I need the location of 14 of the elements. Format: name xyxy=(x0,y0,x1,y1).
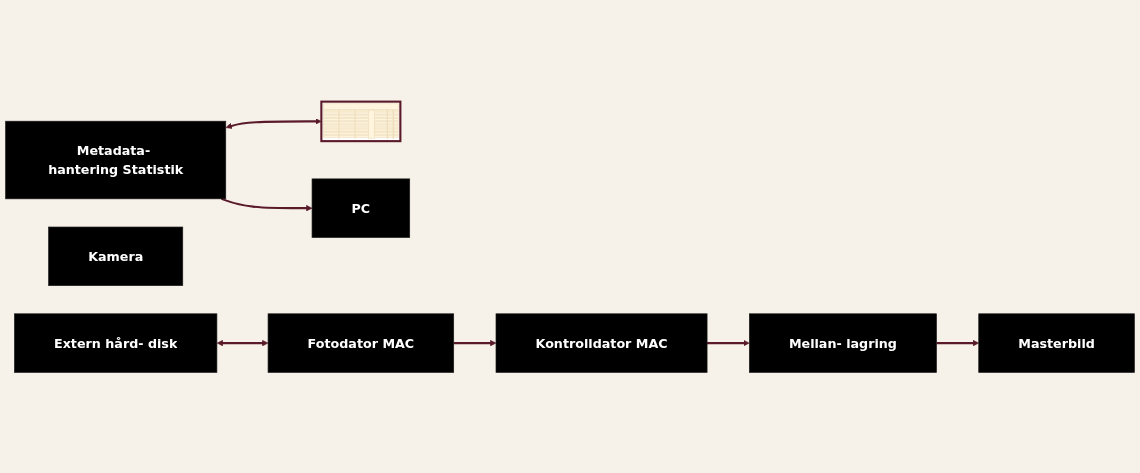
node-box: Kamera xyxy=(48,226,184,286)
node-box: Kontrolldator MAC xyxy=(495,312,708,373)
node-box: Metadata- hantering Statistik xyxy=(5,120,227,199)
arrow xyxy=(453,339,497,346)
node-box: PC xyxy=(311,178,411,238)
node-box: Masterbild xyxy=(978,312,1135,373)
arrow xyxy=(216,339,269,346)
node-box: Mellan- lagring xyxy=(749,312,937,373)
arrow xyxy=(707,339,750,346)
arrow xyxy=(225,117,322,129)
node-box: Fotodator MAC xyxy=(267,312,455,373)
node-box: Extern hård- disk xyxy=(14,312,218,373)
arrow xyxy=(221,197,313,211)
arrow xyxy=(936,339,980,346)
